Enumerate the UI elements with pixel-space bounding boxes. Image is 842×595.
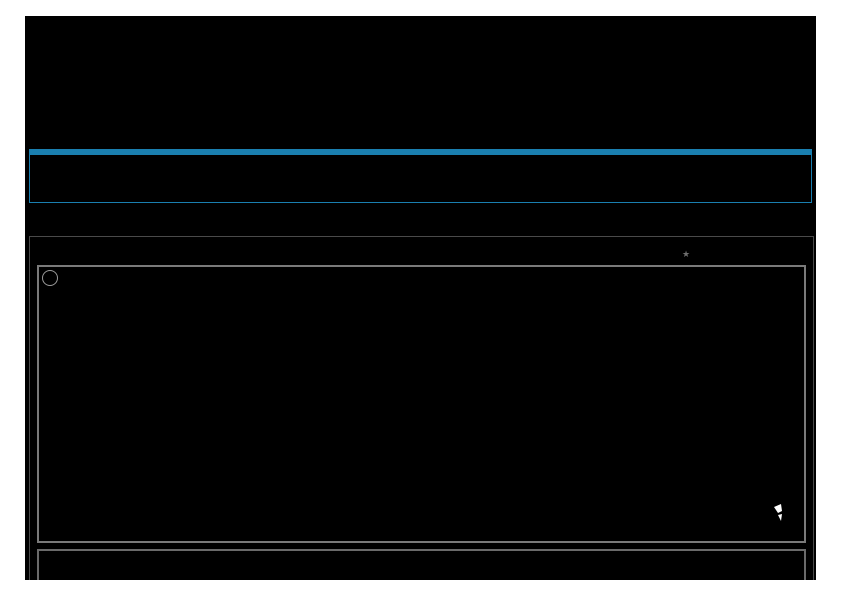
content-panel: ★ [29,236,814,580]
cursor-marker-icon [774,504,782,521]
lower-frame [37,549,806,580]
media-frame[interactable] [37,265,806,543]
app-screen: ★ [25,16,816,580]
top-blank-area [25,16,816,149]
circle-outline-icon[interactable] [42,270,58,286]
header-bar [29,149,812,203]
star-icon[interactable]: ★ [682,249,691,259]
